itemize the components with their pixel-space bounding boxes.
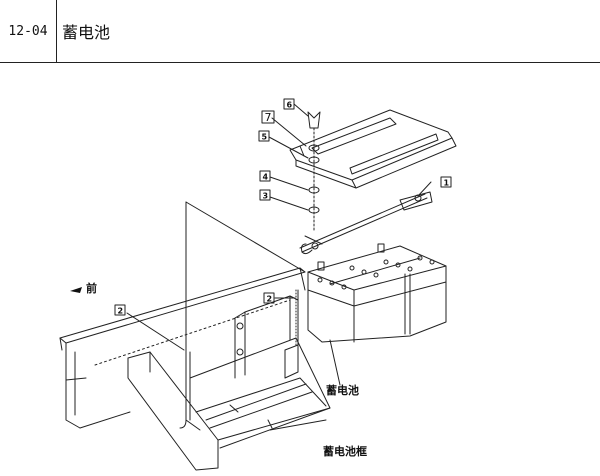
- hold-down-rod-left: [179, 351, 191, 429]
- hardware-stack: [307, 111, 321, 231]
- callout-7: 7: [265, 111, 272, 124]
- hold-down-clamp: [299, 191, 433, 255]
- callout-4: 4: [263, 173, 269, 182]
- battery: [307, 243, 447, 343]
- section-title: 蓄电池: [62, 23, 111, 42]
- tray-bolt-upper: [236, 322, 244, 330]
- callout-2b: 2: [267, 295, 273, 304]
- callout-2a: 2: [118, 307, 124, 316]
- battery-terminal-neg: [317, 261, 325, 271]
- battery-frame-label: 蓄电池框: [323, 444, 367, 458]
- section-code: 12-04: [0, 0, 57, 62]
- callout-leaders: [126, 103, 432, 431]
- callout-3: 3: [263, 192, 269, 201]
- callout-6: 6: [287, 101, 293, 110]
- callout-box-4: [259, 170, 271, 182]
- battery-label: 蓄电池: [326, 383, 359, 397]
- page-header: 12-04 蓄电池: [0, 0, 600, 63]
- front-arrow-icon: [70, 287, 82, 293]
- battery-terminal-pos: [377, 243, 385, 253]
- callout-box-2a: [114, 304, 126, 316]
- callout-1: 1: [444, 179, 450, 188]
- tray-bolt-lower: [236, 348, 244, 356]
- hold-down-rod-right: [295, 289, 299, 346]
- battery-tray: [127, 295, 331, 471]
- front-direction-label: 前: [86, 281, 97, 295]
- callout-5: 5: [262, 133, 268, 142]
- callout-box-6: [283, 98, 295, 110]
- callout-box-7: [261, 110, 275, 124]
- battery-cover: [289, 109, 457, 189]
- callout-box-5: [258, 130, 270, 142]
- callout-box-3: [259, 189, 271, 201]
- callout-box-1: [440, 176, 452, 188]
- callout-box-2b: [263, 292, 275, 304]
